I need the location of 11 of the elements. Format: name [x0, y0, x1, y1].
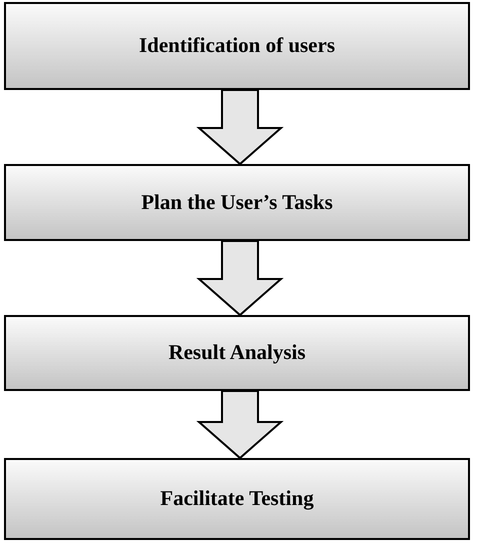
process-box — [4, 2, 470, 90]
box-label: Result Analysis — [168, 339, 306, 366]
box-label: Plan the User’s Tasks — [141, 188, 333, 216]
block-arrow — [196, 240, 284, 316]
process-box — [4, 458, 470, 540]
box-label: Identification of users — [139, 32, 335, 60]
process-box — [4, 315, 470, 391]
box-label: Facilitate Testing — [160, 485, 314, 512]
block-arrow — [196, 390, 284, 460]
block-arrow — [196, 89, 284, 166]
process-box — [4, 164, 470, 241]
